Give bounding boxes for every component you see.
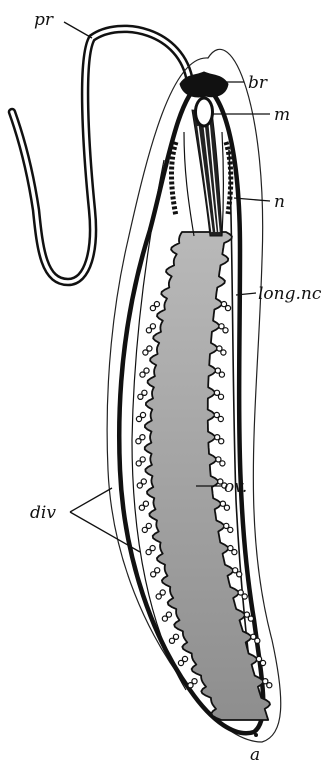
ovary [223,328,228,333]
ovary [219,439,224,444]
ovary [248,616,253,621]
label-br: br [248,73,268,93]
ovary [151,572,156,577]
ovary [232,550,237,555]
ovary [146,550,151,555]
ovary [224,505,229,510]
ovary [218,394,223,399]
label-long-nc: long.nc [258,284,322,304]
ovary [255,638,260,643]
anus [254,733,258,737]
label-n: n [274,192,285,212]
label-a: a [250,745,260,765]
ovary [146,328,151,333]
ovary [237,572,242,577]
ovary [150,306,155,311]
ovary [143,350,148,355]
ovary [218,416,223,421]
label-pr: pr [34,10,54,30]
ovary [225,306,230,311]
mouth [196,98,213,126]
ovary [138,394,143,399]
ovary [178,660,183,665]
label-div: div [30,503,56,523]
ovary [137,483,142,488]
ovary [188,683,193,688]
ovary [228,527,233,532]
ovary [136,439,141,444]
ovary [140,372,145,377]
ovary [156,594,161,599]
ovary [136,416,141,421]
ovary [220,461,225,466]
ovary [142,527,147,532]
label-ov: ov. [224,477,247,497]
ovary [136,461,141,466]
ovary [260,660,265,665]
ovary [267,683,272,688]
ovary [162,616,167,621]
ovary [139,505,144,510]
ovary [169,638,174,643]
ovary [219,372,224,377]
ovary [242,594,247,599]
ovary [221,350,226,355]
label-m: m [274,105,290,125]
